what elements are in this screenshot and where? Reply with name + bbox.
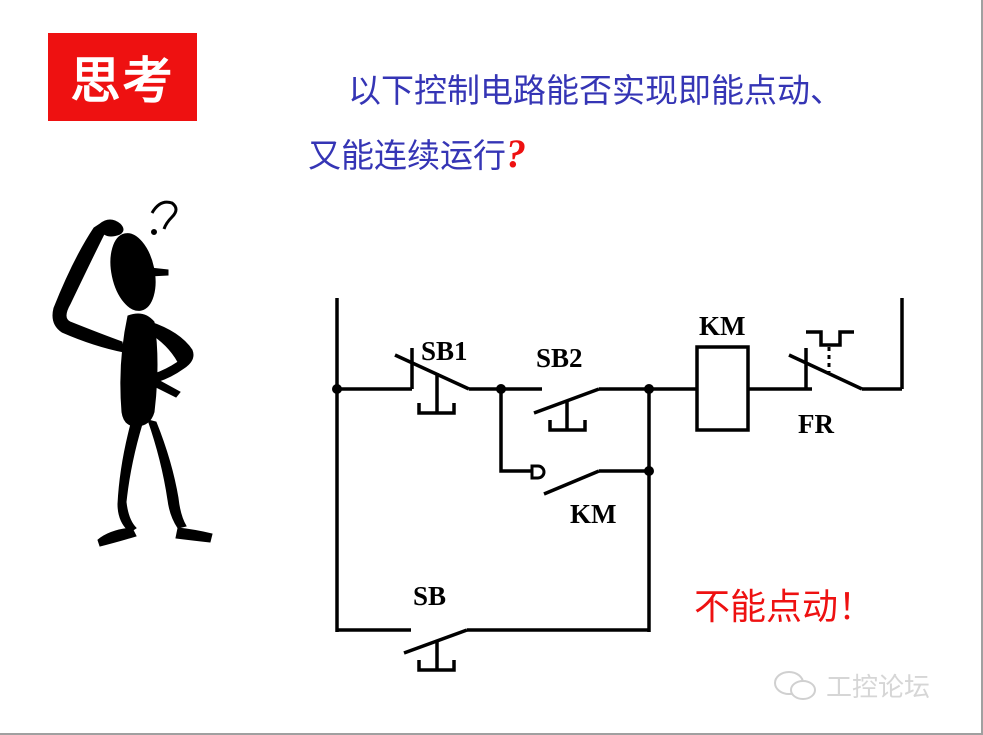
sb-switch (403, 628, 468, 672)
sb2-switch (533, 387, 600, 432)
circuit-wires (335, 298, 904, 672)
question-mark: ? (506, 131, 526, 176)
question-line-1: 以下控制电路能否实现即能点动、 (348, 71, 843, 110)
think-badge: 思考 (48, 33, 197, 121)
watermark: 工控论坛 (772, 667, 930, 704)
label-sb: SB (413, 581, 446, 611)
sb1-switch (394, 348, 470, 415)
watermark-text: 工控论坛 (826, 673, 931, 703)
question-text: 又能连续运行 (308, 136, 506, 175)
fr-thermal-contact (788, 330, 863, 391)
wechat-icon (774, 670, 816, 700)
label-sb1: SB1 (421, 336, 468, 366)
km-coil (695, 345, 750, 432)
question-line-2: 又能连续运行? (308, 129, 526, 177)
junction-dots (332, 384, 654, 476)
label-fr: FR (798, 409, 834, 439)
km-aux-contact (530, 464, 600, 496)
thinking-person-icon (52, 200, 213, 547)
answer-text: 不能点动！ (694, 587, 875, 628)
label-km-coil: KM (699, 311, 746, 341)
label-km-contact: KM (570, 499, 617, 529)
label-sb2: SB2 (536, 343, 583, 373)
